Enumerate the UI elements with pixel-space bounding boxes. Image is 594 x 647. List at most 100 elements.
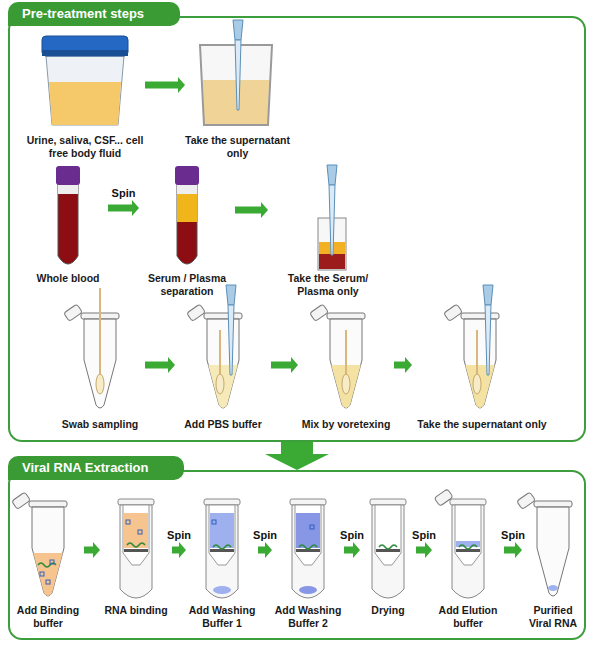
flow-arrow [145, 357, 175, 373]
edge-label: Spin [112, 187, 136, 199]
flow-arrow [394, 357, 412, 373]
process-step: Add PBS buffer [175, 300, 271, 435]
urine-cup-part [46, 56, 124, 125]
pbs-tube-part [219, 330, 221, 378]
wash-column-1-part [213, 545, 231, 549]
spin-column-part [138, 530, 142, 534]
binding-tube [12, 492, 67, 596]
supernatant-tube-part [473, 374, 481, 394]
flow-arrow [344, 542, 360, 558]
pbs-tube-part [226, 285, 236, 375]
wash-column-2-part [290, 499, 326, 598]
flow-arrow [172, 542, 186, 558]
binding-tube-part [46, 580, 50, 584]
process-step: Take the supernatant only [412, 300, 552, 435]
edge-label: Spin [253, 529, 277, 541]
elution-column-part [434, 489, 453, 506]
separated-tube-part [177, 184, 197, 264]
wash-column-2-part [299, 545, 317, 549]
blood-tube-part [58, 184, 78, 264]
dry-column-part [370, 499, 406, 598]
flow-arrow [416, 542, 432, 558]
process-step: Swab sampling [55, 300, 145, 435]
spin-column [118, 499, 154, 598]
flow-arrow [84, 542, 100, 558]
step-caption: Urine, saliva, CSF... cell free body flu… [25, 134, 145, 160]
supernatant-tube-part [465, 365, 494, 408]
wash-column-2-part [310, 525, 314, 529]
pbs-tube-part [216, 374, 224, 394]
step-caption: Add Washing Buffer 1 [186, 604, 258, 630]
binding-tube-part [33, 553, 62, 596]
edge-label: Spin [340, 529, 364, 541]
step-caption: RNA binding [100, 604, 172, 617]
urine-cup-part [42, 50, 128, 56]
process-step: Add Washing Buffer 1 [186, 488, 258, 636]
beaker [200, 20, 272, 125]
wash-column-1 [204, 499, 240, 598]
step-caption: Add PBS buffer [175, 418, 271, 431]
wash-column-2 [290, 499, 326, 598]
spin-column-part [118, 499, 154, 598]
step-caption: Add Elution buffer [432, 604, 504, 630]
section-panel: Pre-treatment stepsUrine, saliva, CSF...… [8, 16, 586, 442]
blood-tube-part [56, 166, 80, 185]
process-step: Mix by voretexing [298, 300, 394, 435]
swab-tube-part [99, 288, 101, 378]
step-caption: Take the Serum/ Plasma only [268, 272, 388, 298]
elution-column-part [459, 545, 477, 549]
section-heading: Pre-treatment steps [8, 2, 180, 26]
elution-column-part [450, 499, 486, 598]
step-caption: Take the supernatant only [185, 134, 290, 160]
swab-tube-part [64, 304, 119, 408]
dry-column-part [379, 545, 397, 549]
wash-column-1-part [210, 513, 234, 548]
process-step: RNA binding [100, 488, 172, 636]
swab-tube [64, 288, 119, 408]
process-step: Add Washing Buffer 2 [272, 488, 344, 636]
wash-column-2-part [299, 586, 317, 594]
wash-column-1-part [204, 499, 240, 598]
vortex-tube [310, 304, 365, 408]
edge-label: Spin [501, 529, 525, 541]
flow-arrow [235, 202, 268, 218]
wash-column-2-part [296, 513, 320, 548]
process-step: Urine, saliva, CSF... cell free body flu… [25, 30, 145, 160]
flow-arrow [265, 442, 329, 470]
supernatant-tube-part [483, 285, 493, 375]
urine-cup-part [42, 36, 128, 56]
separated-tube-part [177, 184, 197, 194]
step-caption: Purified Viral RNA [522, 604, 584, 630]
process-step: Add Binding buffer [12, 488, 84, 636]
step-caption: Serum / Plasma separation [139, 272, 235, 298]
edge-label: Spin [412, 529, 436, 541]
beaker-part [233, 20, 243, 110]
blood-tube-part [58, 184, 78, 194]
flow-arrow [504, 542, 522, 558]
section-heading: Viral RNA Extraction [8, 456, 184, 480]
separated-tube-part [177, 194, 197, 222]
step-caption: Add Binding buffer [12, 604, 84, 630]
flow-arrow [271, 357, 298, 373]
binding-tube-part [12, 492, 67, 596]
blood-tube [56, 166, 80, 264]
separated-tube-part [175, 166, 199, 185]
pbs-tube [187, 285, 242, 408]
process-step: Take the supernatant only [185, 30, 290, 160]
vortex-tube-part [342, 374, 350, 394]
process-step: Add Elution buffer [432, 488, 504, 636]
binding-tube-part [50, 560, 54, 564]
process-step: Purified Viral RNA [522, 488, 584, 636]
wash-column-1-part [213, 586, 231, 594]
edge-label: Spin [167, 529, 191, 541]
step-caption: Whole blood [28, 272, 108, 285]
spin-column-part [126, 520, 130, 524]
wash-column-1-part [212, 520, 216, 524]
dry-column [370, 499, 406, 598]
swab-tube-part [96, 374, 104, 394]
